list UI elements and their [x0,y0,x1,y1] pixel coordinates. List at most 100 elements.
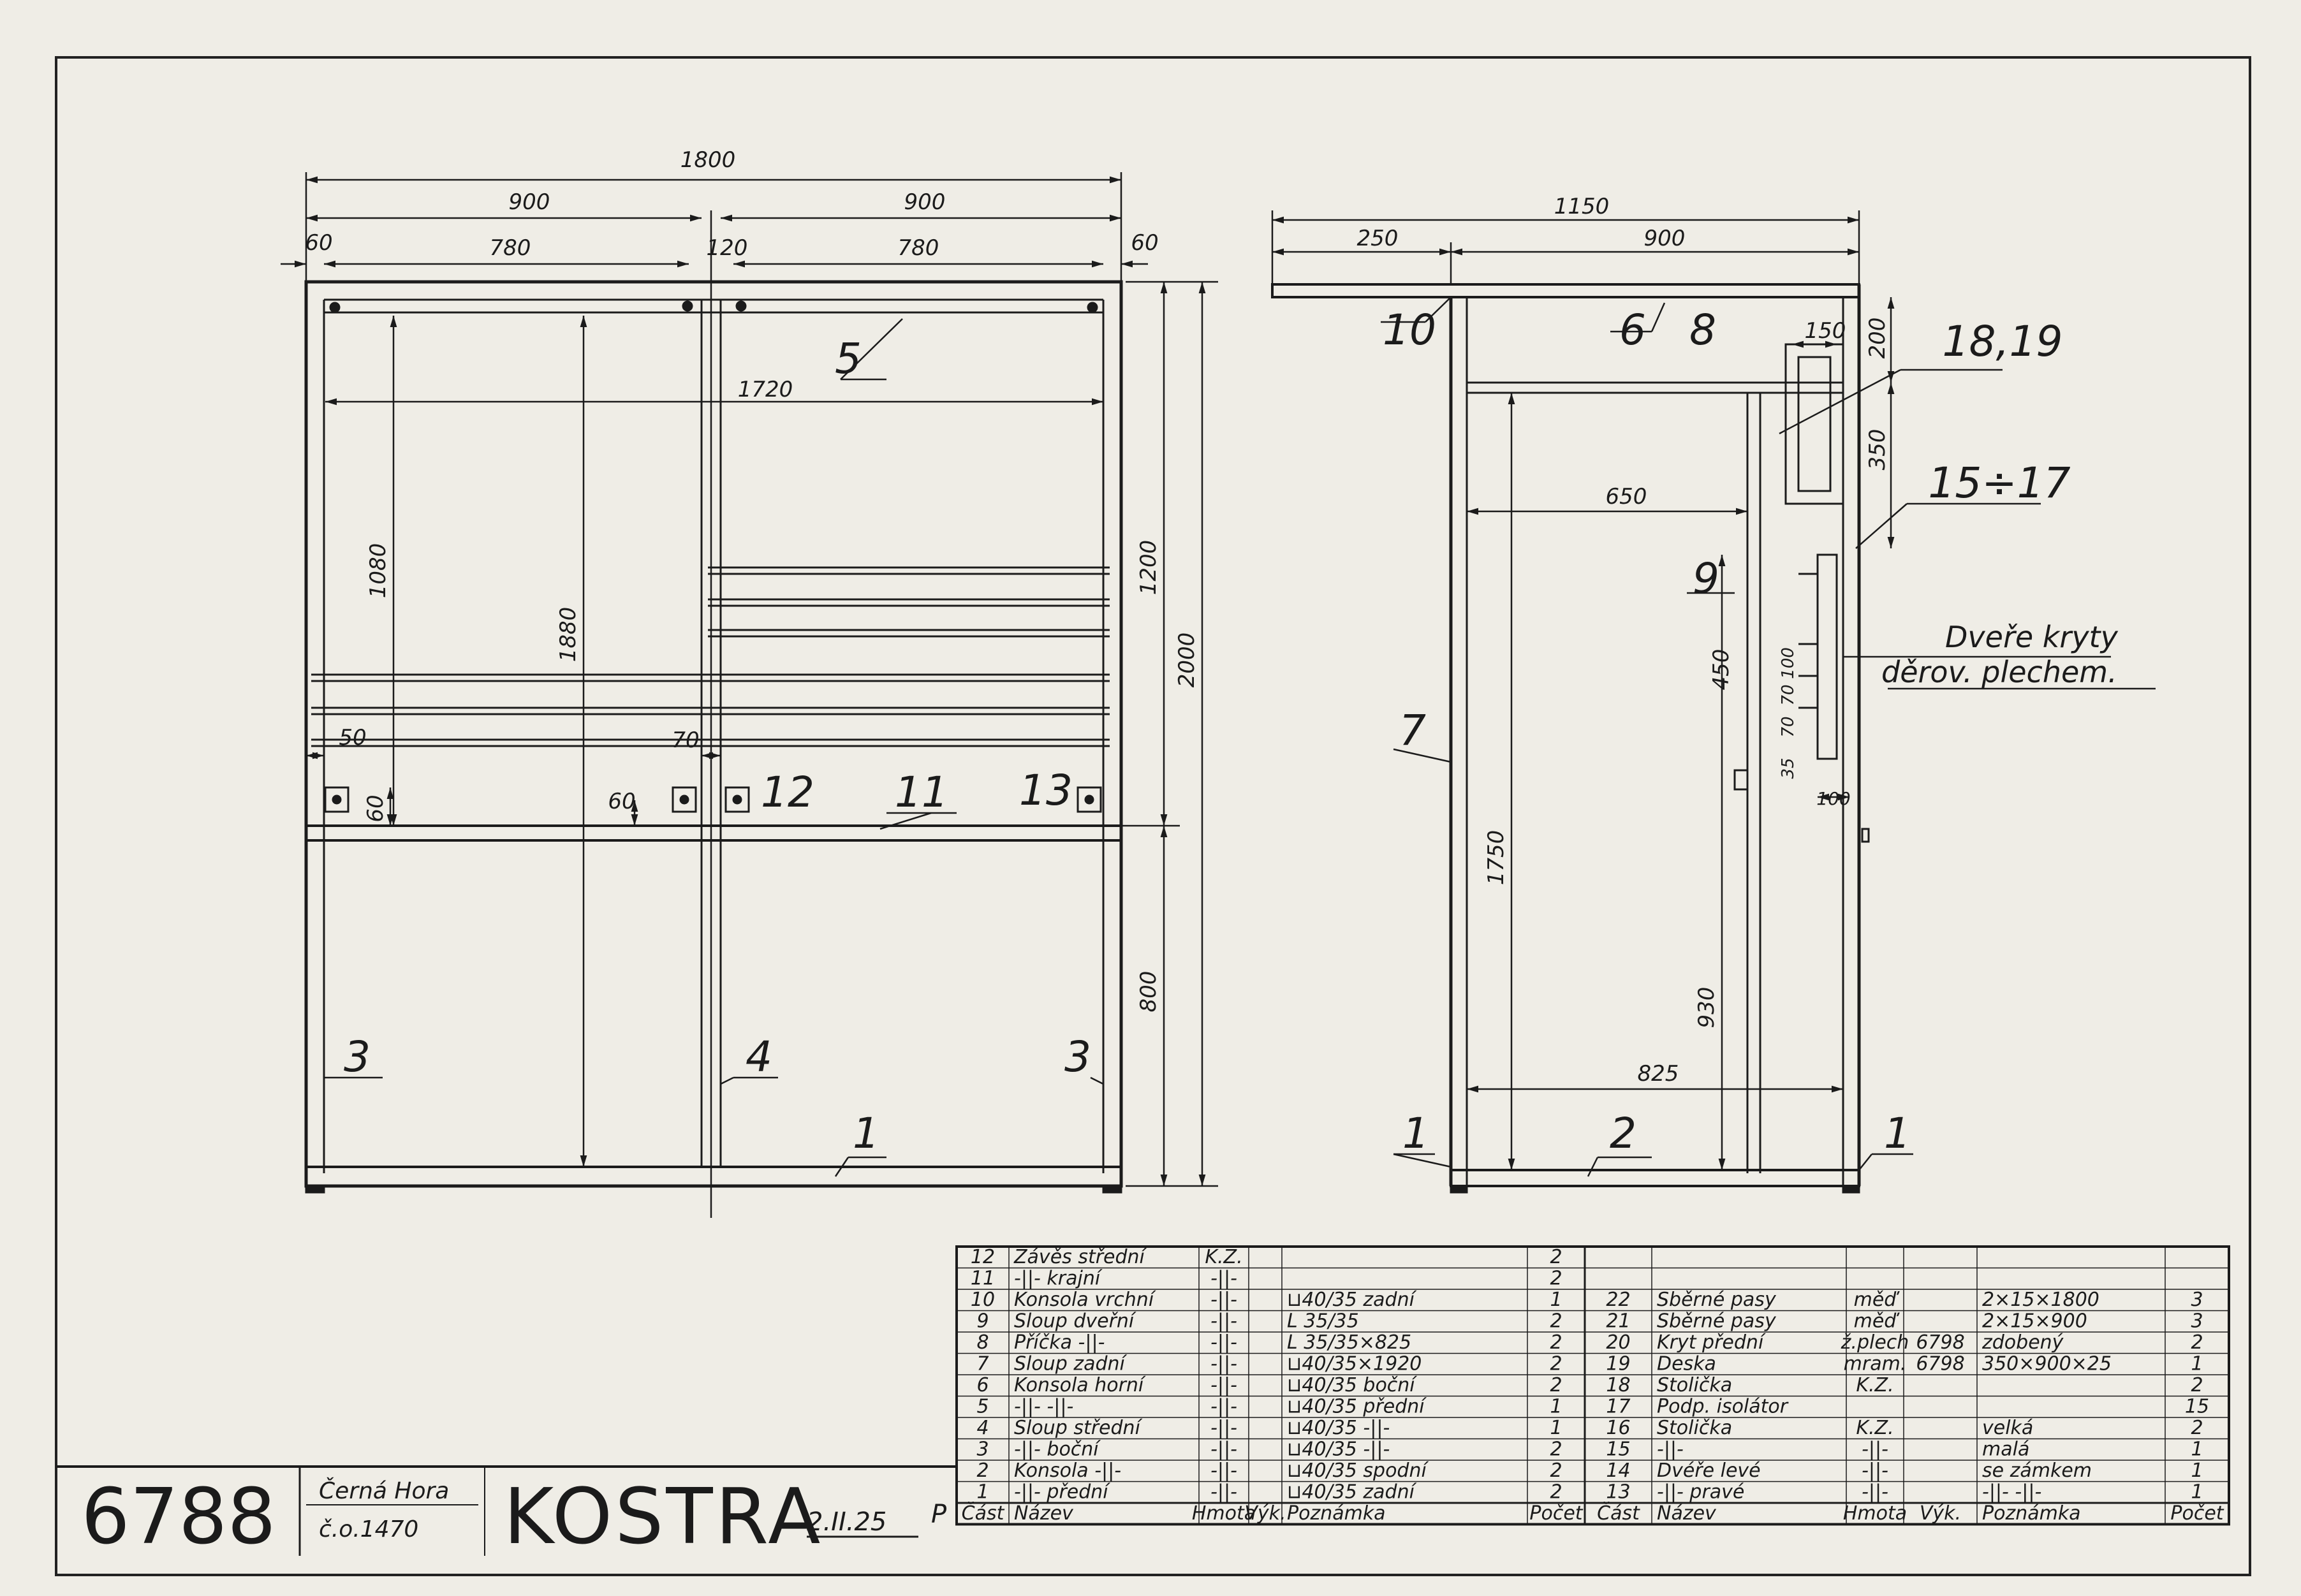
parts-table-header: Poznámka [1982,1502,2081,1525]
callout-15-17: 15÷17 [1928,458,2070,508]
parts-table-cell: 21 [1606,1310,1630,1333]
callout-4: 4 [746,1032,772,1081]
dim-120: 120 [707,235,748,261]
parts-table-cell: L 35/35×825 [1287,1331,1411,1354]
parts-table-cell: -||- pravé [1657,1481,1744,1504]
parts-table-cell: Konsola -||- [1014,1460,1121,1482]
drawing-title: KOSTRA [504,1473,823,1562]
parts-table-cell: 17 [1606,1396,1630,1418]
parts-table-cell: -||- [1210,1460,1237,1482]
parts-table-cell: Závěs střední [1013,1246,1147,1268]
sheet-border [55,56,2251,1576]
parts-table-cell: 5 [976,1396,989,1418]
parts-table-cell: ⊔40/35 boční [1287,1374,1417,1396]
parts-table-cell: 2 [976,1460,989,1482]
parts-table-cell: Sběrné pasy [1657,1289,1777,1311]
title-block [56,1465,957,1556]
parts-table-cell: -||- [1210,1310,1237,1333]
callout-2: 2 [1610,1109,1636,1158]
callout-1-side-right: 1 [1884,1109,1911,1158]
parts-table-cell: 2×15×1800 [1982,1289,2099,1311]
parts-table-cell: Konsola vrchní [1014,1289,1156,1311]
dim-825: 825 [1638,1061,1679,1087]
parts-table-cell: ž.plech [1841,1331,1909,1354]
parts-table-cell: K.Z. [1856,1374,1893,1396]
parts-table-cell: 1 [1550,1417,1562,1439]
side-view [1271,283,1870,1194]
parts-table-cell: 2 [1550,1460,1562,1482]
side-dimensions [1271,210,2156,1177]
order-number: č.o.1470 [319,1516,418,1542]
parts-table-cell: -||- [1210,1268,1237,1290]
parts-table-cell: -||- [1657,1439,1684,1461]
callout-8: 8 [1689,305,1716,355]
parts-table-header: Hmota [1192,1502,1256,1525]
note-door-line1: Dveře kryty [1945,620,2119,654]
parts-table-cell: 6 [976,1374,989,1396]
dim-100-b: 100 [1816,788,1850,809]
dim-1880: 1880 [555,607,581,663]
parts-table-cell: 1 [1550,1289,1562,1311]
parts-table-cell: se zámkem [1982,1460,2092,1482]
callout-3-left: 3 [344,1032,371,1081]
callout-9: 9 [1693,554,1719,603]
dim-350: 350 [1865,429,1890,471]
parts-table-cell: 2 [2191,1331,2203,1354]
dim-250: 250 [1357,226,1399,251]
parts-table-cell: 10 [971,1289,995,1311]
dim-1800: 1800 [680,147,736,173]
parts-table-cell: Sběrné pasy [1657,1310,1777,1333]
parts-table-cell: 2 [2191,1374,2203,1396]
callout-10: 10 [1383,305,1436,355]
callout-3-right: 3 [1064,1032,1091,1081]
dim-930: 930 [1694,987,1719,1029]
parts-table-cell: -||- -||- [1014,1396,1073,1418]
dim-100-a: 100 [1779,647,1798,679]
drawing-date: 2.II.25 [807,1507,886,1537]
dim-60-mid: 60 [608,789,635,814]
front-frame [304,280,1123,1188]
parts-table-cell: -||- [1210,1331,1237,1354]
parts-table-cell: 2×15×900 [1982,1310,2087,1333]
dim-60-bracket: 60 [363,794,388,822]
parts-table-cell: 4 [976,1417,989,1439]
dim-70-b: 70 [1779,716,1798,737]
parts-table-cell: Stolička [1657,1374,1732,1396]
dim-60-left: 60 [305,230,332,256]
parts-table-header: Hmota [1843,1502,1907,1525]
front-view [304,280,1123,1194]
parts-table-cell: 6798 [1916,1353,1964,1375]
parts-table-cell: 2 [1550,1268,1562,1290]
dim-70: 70 [672,728,699,753]
parts-table-cell: -||- [1210,1353,1237,1375]
parts-table-cell: 2 [1550,1246,1562,1268]
parts-table-cell: 15 [1606,1439,1630,1461]
parts-table-cell: ⊔40/35 spodní [1287,1460,1429,1482]
parts-table-cell: Příčka -||- [1014,1331,1105,1354]
company-name: Černá Hora [319,1477,449,1504]
parts-table-cell: K.Z. [1856,1417,1893,1439]
dim-35: 35 [1779,758,1798,779]
parts-table-cell: 9 [976,1310,989,1333]
parts-table-cell: 1 [2191,1460,2203,1482]
parts-table-cell: -||- přední [1014,1481,1110,1504]
parts-table-header: Počet [1529,1502,1583,1525]
dim-800: 800 [1136,971,1161,1013]
parts-table-cell: 18 [1606,1374,1630,1396]
parts-table-cell: K.Z. [1205,1246,1242,1268]
parts-table-cell: 14 [1606,1460,1630,1482]
parts-table-header: Poznámka [1287,1502,1386,1525]
parts-table-cell: mram. [1844,1353,1907,1375]
parts-table-cell: měď [1854,1289,1900,1311]
parts-table-cell: 13 [1606,1481,1630,1504]
parts-table-cell: Podp. isolátor [1657,1396,1789,1418]
parts-table-cell: 19 [1606,1353,1630,1375]
callout-1-side-left: 1 [1402,1109,1429,1158]
dim-780-right: 780 [898,235,939,261]
dim-1080: 1080 [365,543,391,599]
dim-1200: 1200 [1136,540,1161,596]
parts-table-cell: Konsola horní [1014,1374,1146,1396]
parts-table-cell: 6798 [1916,1331,1964,1354]
